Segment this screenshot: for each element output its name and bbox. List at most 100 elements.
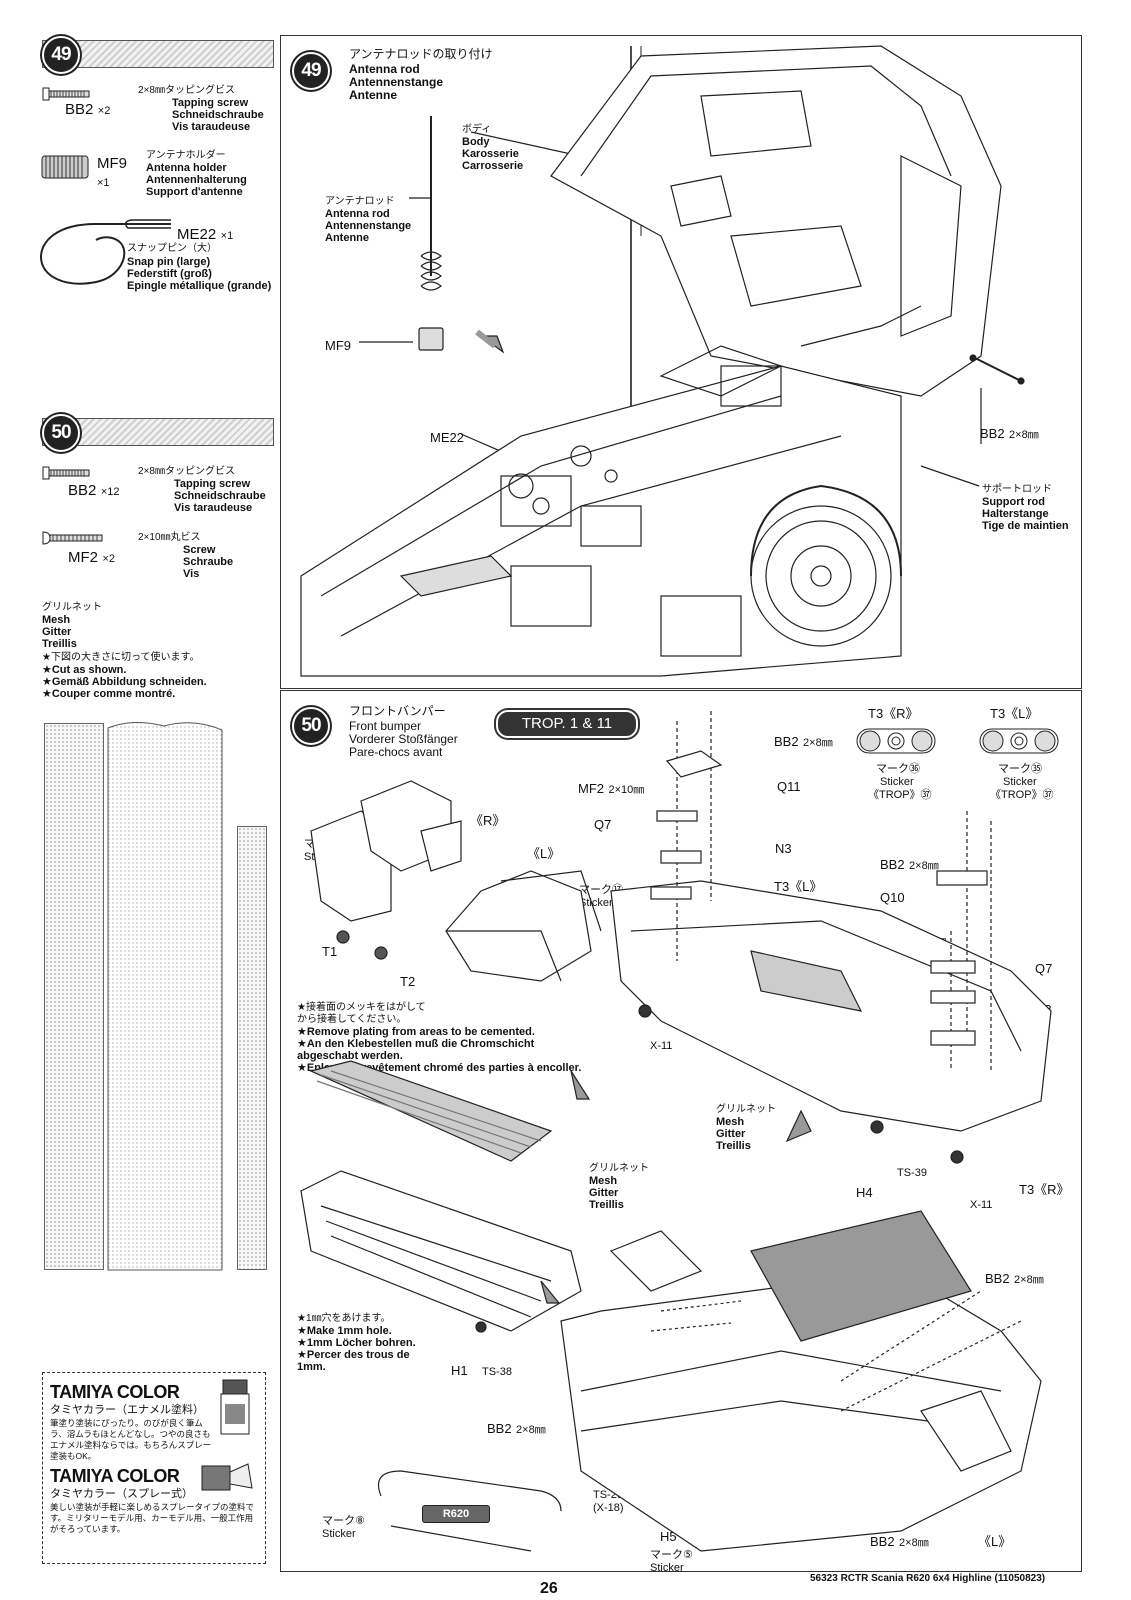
hole-fr-2: 1mm. (297, 1361, 326, 1373)
step49-parts-header (42, 40, 274, 68)
sticker-label-h5: Sticker (650, 1562, 684, 1574)
mf2-de: Schraube (183, 556, 234, 568)
q10-label: Q10 (880, 890, 905, 905)
bb2-en: Tapping screw (174, 478, 251, 490)
plating-de-1: ★An den Klebestellen muß die Chromschich… (297, 1038, 535, 1050)
ts39-label: TS-39 (897, 1167, 927, 1179)
step50-title-fr: Pare-chocs avant (349, 745, 443, 759)
mark8-label: マーク⑧ (322, 1515, 365, 1527)
antenna-holder-icon (41, 155, 89, 179)
mf2-callout-left: MF2 2×10㎜ (578, 781, 645, 796)
step50-title-de: Vorderer Stoßfänger (349, 732, 458, 746)
footer-code: 56323 RCTR Scania R620 6x4 Highline (110… (810, 1573, 1046, 1584)
plating-de-2: abgeschabt werden. (297, 1050, 403, 1062)
mf9-en: Antenna holder (146, 162, 227, 174)
bb2-callout-bottom: BB2 2×8㎜ (870, 1534, 929, 1549)
tamiya-color-subtitle: タミヤカラー（エナメル塗料） (50, 1404, 204, 1416)
body-label-fr: Carrosserie (462, 160, 524, 172)
bb2-callout-far-right: BB2 2×8㎜ (985, 1271, 1044, 1286)
t3l-callout: T3《L》 (774, 879, 823, 894)
bb2-callout: BB2 2×8㎜ (980, 426, 1039, 441)
antenna-label-jp: アンテナロッド (325, 196, 395, 207)
tamiya-color-desc: 筆塗り塗装にぴったり。のびが良く筆ムラ、溶ムラもほとんどなし。つやの良さもエナメ… (50, 1418, 212, 1461)
mesh-label-en: Mesh (716, 1116, 745, 1128)
mf2-part-code: MF2 ×2 (68, 549, 115, 566)
cut-jp: ★下図の大きさに切って使います。 (42, 652, 200, 663)
t3r-callout: T3《R》 (1019, 1182, 1070, 1197)
mesh-label-fr: Treillis (716, 1140, 751, 1152)
step49-title-en: Antenna rod (349, 62, 420, 76)
step49-title-de: Antennenstange (349, 75, 444, 89)
t3r-part-icon (856, 728, 936, 754)
step50-title-jp: フロントバンパー (349, 704, 446, 718)
bb2-fr: Vis taraudeuse (172, 121, 251, 133)
antenna-label-en: Antenna rod (325, 208, 390, 220)
bb2-en: Tapping screw (172, 97, 249, 109)
h4-label: H4 (856, 1185, 873, 1200)
hole-en: ★Make 1mm hole. (297, 1325, 392, 1337)
l-label-bottom: 《L》 (978, 1534, 1012, 1549)
antenna-label-fr: Antenne (325, 232, 369, 244)
step49-panel (280, 35, 1082, 689)
tamiya-spray-desc: 美しい塗装が手軽に楽しめるスプレータイプの塗料です。ミリタリーモデル用、カーモデ… (50, 1502, 255, 1534)
me22-de: Federstift (groß) (127, 268, 212, 280)
mf9-de: Antennenhalterung (146, 174, 247, 186)
body-label-jp: ボディ (462, 124, 492, 135)
step49-title-jp: アンテナロッドの取り付け (349, 47, 493, 61)
hole-jp: ★1㎜穴をあけます。 (297, 1313, 391, 1324)
support-label-fr: Tige de maintien (982, 520, 1069, 532)
mesh-jp: グリルネット (42, 602, 102, 613)
r620-sticker: R620 (422, 1505, 490, 1523)
page-number: 26 (540, 1580, 558, 1597)
step49-title-fr: Antenne (349, 88, 397, 102)
bb2-part-code: BB2 ×12 (68, 482, 120, 499)
me22-jp: スナップピン（大） (127, 243, 217, 254)
bb2-callout-right: BB2 2×8㎜ (880, 857, 939, 872)
plating-jp-2: から接着してください。 (297, 1014, 407, 1025)
me22-part-code: ME22 ×1 (177, 226, 234, 243)
support-label-jp: サポートロッド (982, 484, 1052, 495)
mesh-en: Mesh (42, 614, 71, 626)
step50-title-en: Front bumper (349, 719, 422, 733)
mf9-jp: アンテナホルダー (146, 150, 226, 161)
tamiya-spray-title: TAMIYA COLOR (50, 1466, 180, 1486)
r-label: 《R》 (470, 813, 506, 828)
spray-can-icon (201, 1463, 253, 1491)
bb2-de: Schneidschraube (174, 490, 266, 502)
mesh-label2-jp: グリルネット (589, 1163, 649, 1174)
step50-panel-badge: 50 (292, 707, 330, 745)
hole-fr-1: ★Percer des trous de (297, 1349, 410, 1361)
q11-label: Q11 (777, 779, 801, 794)
mesh-label2-de: Gitter (589, 1187, 619, 1199)
t3r-sticker: Sticker (880, 776, 914, 788)
tamiya-color-title: TAMIYA COLOR (50, 1382, 180, 1402)
q7-label-right: Q7 (1035, 961, 1053, 976)
step50-panel (280, 690, 1082, 1572)
mesh-label-jp: グリルネット (716, 1104, 776, 1115)
snap-pin-icon (39, 219, 171, 285)
bb2-callout-lower: BB2 2×8㎜ (487, 1421, 546, 1436)
step50-number-badge: 50 (42, 414, 80, 452)
x11-label-right: X-11 (970, 1199, 993, 1211)
mesh-fr: Treillis (42, 638, 77, 650)
x18-label-lower: (X-18) (593, 1502, 624, 1514)
step50-parts-header (42, 418, 274, 446)
cut-de: ★Gemäß Abbildung schneiden. (42, 676, 207, 688)
bb2-callout-top: BB2 2×8㎜ (774, 734, 833, 749)
mf2-jp: 2×10㎜丸ビス (138, 532, 201, 543)
sticker-label-r620: Sticker (322, 1528, 356, 1540)
screw-icon (42, 466, 90, 480)
mesh-label2-fr: Treillis (589, 1199, 624, 1211)
mesh-strip-right (237, 826, 267, 1270)
me22-fr: Epingle métallique (grande) (127, 280, 272, 292)
cut-fr: ★Couper comme montré. (42, 688, 176, 700)
tamiya-color-box (42, 1372, 266, 1564)
mesh-strip-center (107, 722, 223, 1271)
t3l-part-icon (979, 728, 1059, 754)
step49-number-badge: 49 (42, 36, 80, 74)
t3r-mark: マーク㊱ (876, 763, 920, 775)
mesh-strip-left (44, 723, 104, 1270)
sticker-label-right: Sticker (579, 897, 613, 909)
mf9-callout: MF9 (325, 338, 351, 353)
step49-panel-badge: 49 (292, 52, 330, 90)
